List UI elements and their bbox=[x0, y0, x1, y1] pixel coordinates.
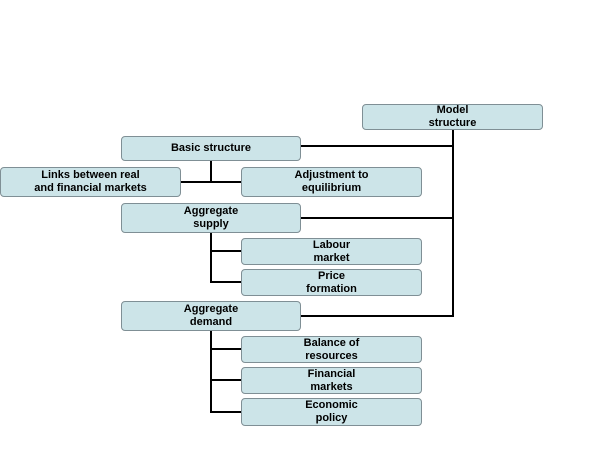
node-label-line: Model bbox=[436, 104, 469, 116]
node-balance-of-resources: Balance of resources bbox=[241, 336, 422, 363]
node-label-line: equilibrium bbox=[301, 182, 362, 194]
node-label-line: formation bbox=[306, 282, 357, 295]
node-label-line: Financial bbox=[307, 367, 356, 380]
node-label-line: Price bbox=[318, 269, 345, 282]
node-model-structure: Model structure bbox=[362, 104, 543, 130]
node-label-line: supply bbox=[193, 218, 229, 230]
node-label-line: Basic structure bbox=[170, 142, 252, 154]
node-label-line: and financial markets bbox=[34, 182, 147, 194]
node-aggregate-supply: Aggregate supply bbox=[121, 203, 301, 233]
node-adjustment-to-equilibrium: Adjustment to equilibrium bbox=[241, 167, 422, 197]
node-label-line: Labour bbox=[312, 238, 351, 251]
node-basic-structure: Basic structure bbox=[121, 136, 301, 161]
node-label-line: Links between real bbox=[41, 169, 140, 181]
node-economic-policy: Economic policy bbox=[241, 398, 422, 426]
node-label-line: Aggregate bbox=[183, 205, 239, 217]
node-label-line: market bbox=[313, 251, 350, 264]
node-price-formation: Price formation bbox=[241, 269, 422, 296]
node-label-line: policy bbox=[315, 412, 348, 424]
node-label-line: demand bbox=[189, 316, 233, 328]
node-label-line: markets bbox=[310, 380, 353, 393]
node-labour-market: Labour market bbox=[241, 238, 422, 265]
node-financial-markets: Financial markets bbox=[241, 367, 422, 394]
node-aggregate-demand: Aggregate demand bbox=[121, 301, 301, 331]
node-label-line: Balance of bbox=[303, 336, 360, 349]
node-label-line: structure bbox=[428, 117, 477, 129]
node-label-line: Economic bbox=[305, 399, 358, 411]
node-label-line: resources bbox=[305, 349, 358, 362]
node-label-line: Adjustment to bbox=[294, 169, 369, 181]
node-links-between-markets: Links between real and financial markets bbox=[0, 167, 181, 197]
node-label-line: Aggregate bbox=[183, 303, 239, 315]
